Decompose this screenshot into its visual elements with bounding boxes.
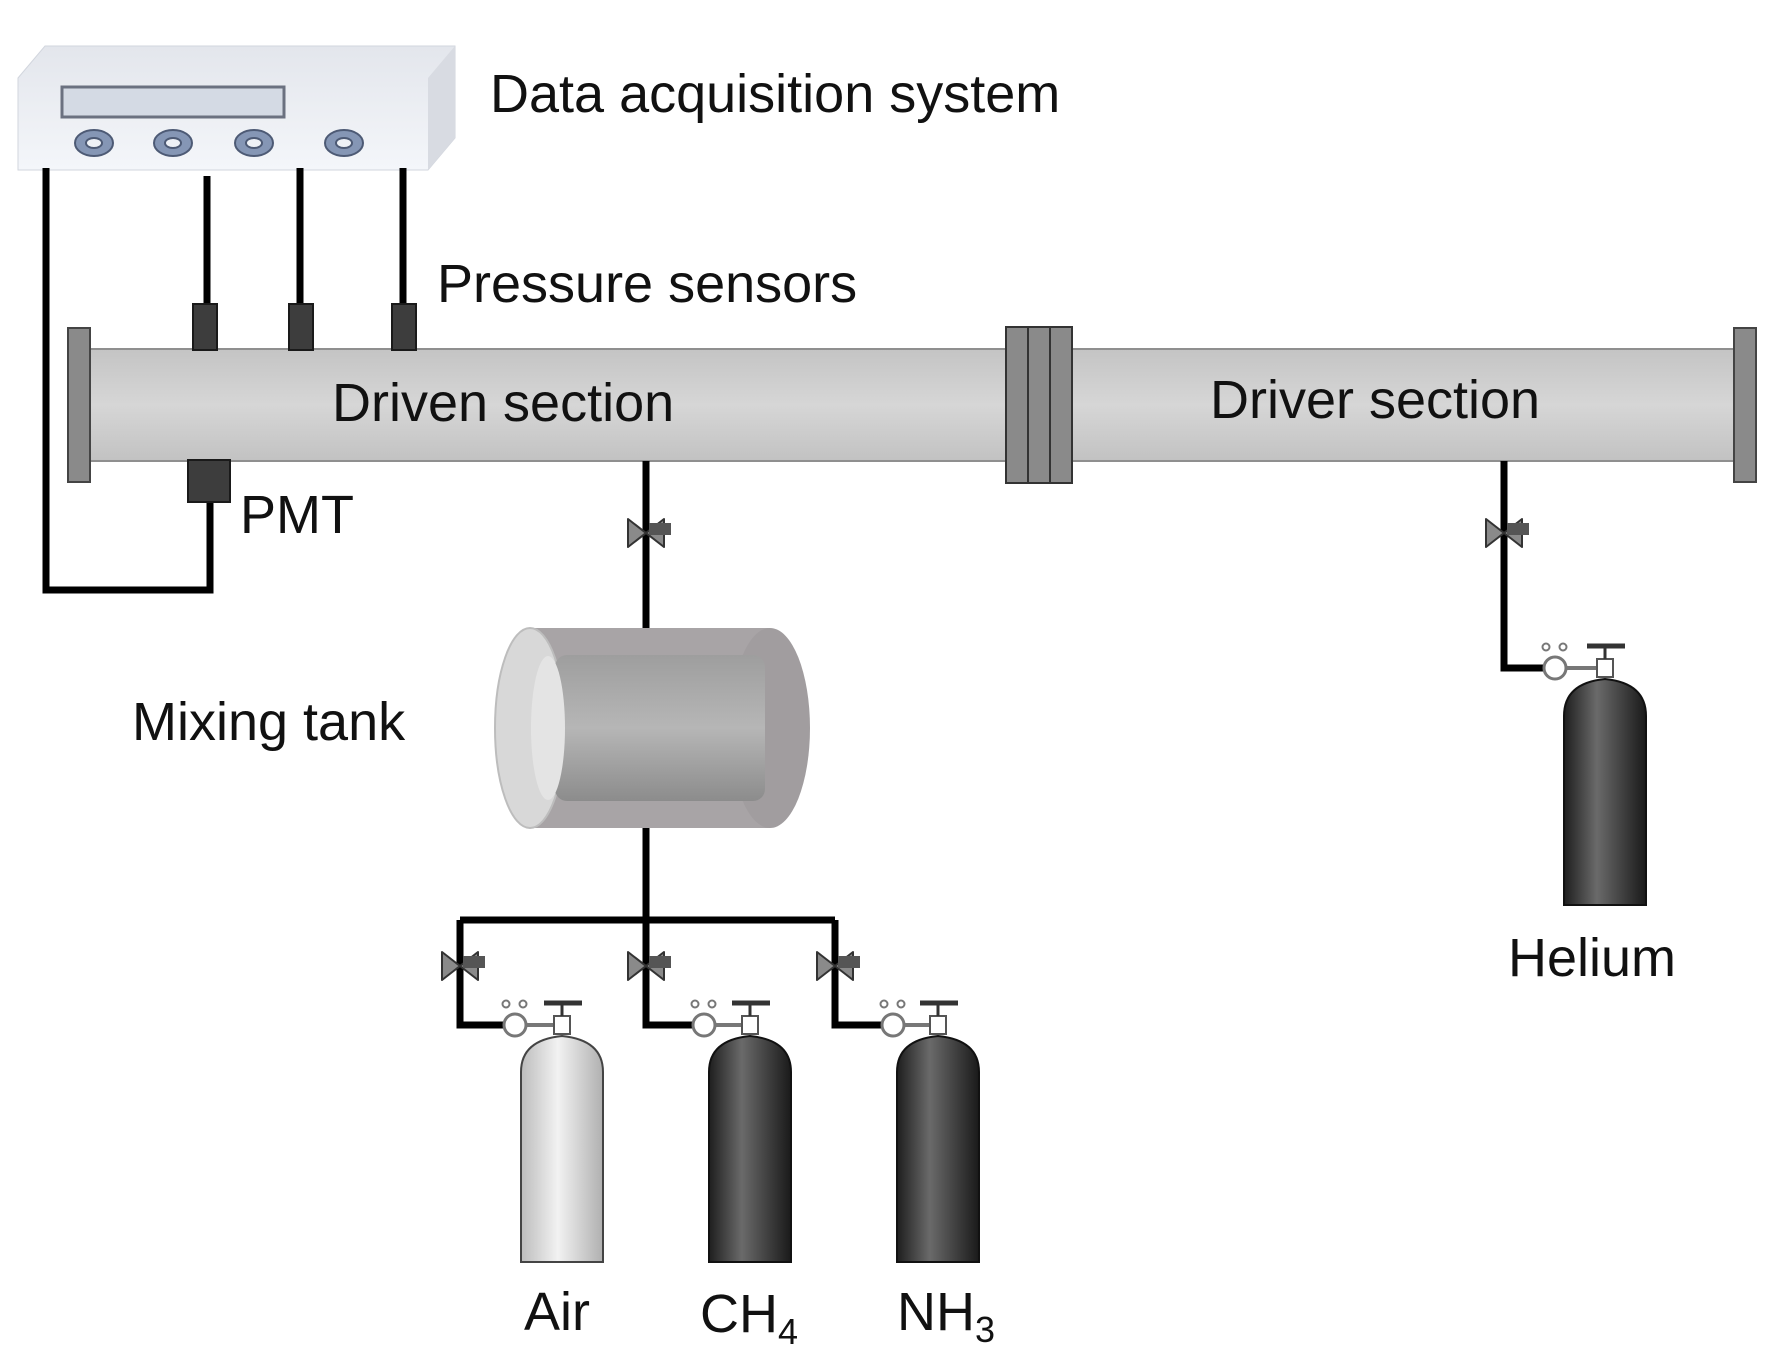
driver-section-label: Driver section (1210, 370, 1540, 430)
gas-cylinder-icon (1563, 677, 1647, 906)
shock-tube (67, 303, 1757, 503)
ch4-label: CH4 (700, 1284, 798, 1352)
diaphragm-flanges (1005, 326, 1073, 484)
pmt-label: PMT (240, 485, 354, 545)
gas-regulator-icon (501, 999, 582, 1038)
pressure-sensor-blocks (192, 303, 417, 351)
mixing-tank-label: Mixing tank (132, 692, 406, 752)
gas-cylinder-icon (520, 1034, 604, 1263)
ch4-label-base: CH (700, 1284, 778, 1344)
end-flange-right (1733, 327, 1757, 483)
mixing-tank-icon (494, 627, 810, 829)
driver-section (1067, 348, 1741, 462)
pmt-block (187, 459, 231, 503)
gas-regulator-icon (1541, 642, 1625, 681)
daq-display (60, 85, 286, 119)
needle-valve-icon (816, 951, 860, 981)
driven-section-label: Driven section (332, 373, 674, 433)
needle-valve-icon (1485, 518, 1529, 548)
gas-cylinder-icon (708, 1034, 792, 1263)
needle-valve-icon (627, 951, 671, 981)
gas-regulator-icon (690, 999, 770, 1038)
driven-section (87, 348, 1009, 462)
nh3-label: NH3 (897, 1282, 995, 1350)
ch4-label-subscript: 4 (778, 1311, 798, 1352)
gas-lines (456, 461, 1548, 1029)
needle-valve-icon (441, 951, 485, 981)
needle-valve-icon (627, 518, 671, 548)
pressure-sensors-label: Pressure sensors (437, 254, 857, 314)
nh3-label-base: NH (897, 1282, 975, 1342)
daq-label: Data acquisition system (490, 64, 1060, 124)
gas-regulator-icon (879, 999, 958, 1038)
air-label: Air (524, 1282, 590, 1342)
nh3-label-subscript: 3 (975, 1309, 995, 1350)
helium-label: Helium (1508, 928, 1676, 988)
gas-cylinder-icon (896, 1034, 980, 1263)
end-flange-left (67, 327, 91, 483)
signal-wires (42, 168, 407, 594)
daq-unit (17, 45, 456, 171)
